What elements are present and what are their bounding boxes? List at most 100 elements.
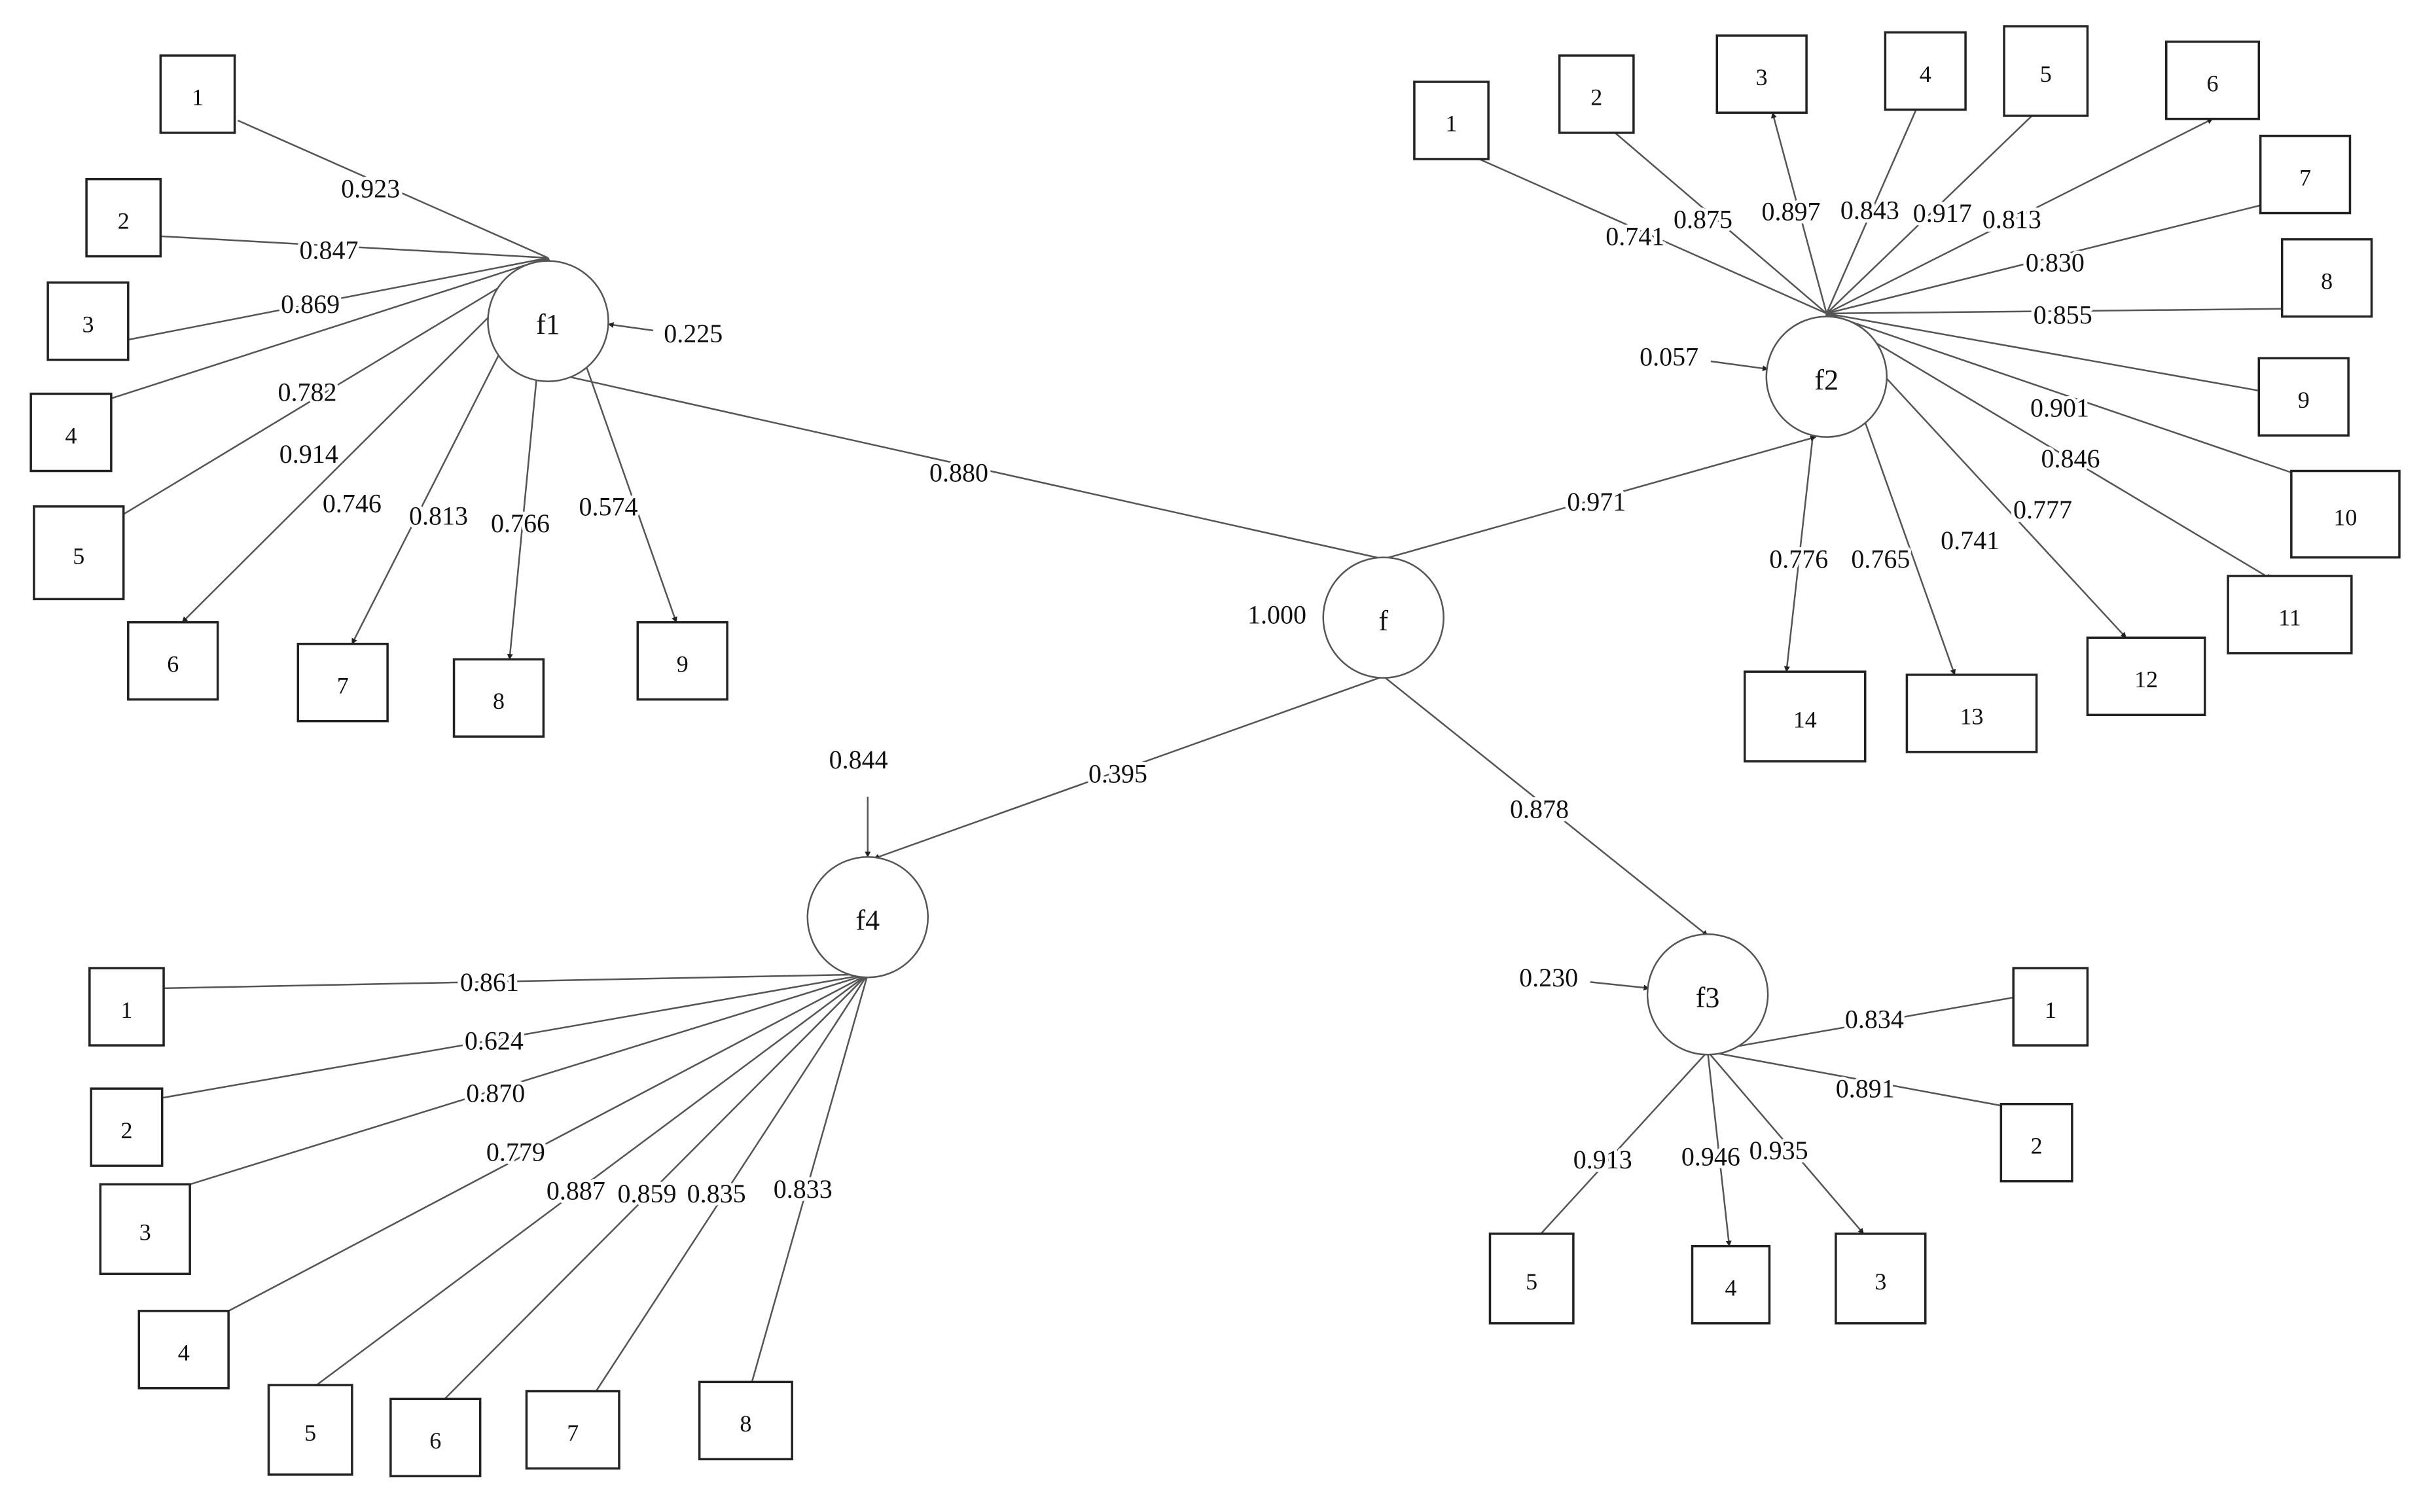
f4-indicator-loading: 0.835 (687, 1179, 746, 1208)
error-f1: 0.225 (664, 319, 723, 348)
f2-factor-label: f2 (1814, 364, 1838, 396)
loading-f-f2: 0.971 (1567, 487, 1626, 516)
f4-indicator-box (88, 967, 165, 1047)
f2-indicator-8-path (1826, 308, 2282, 315)
f1-indicator-label: 1 (192, 84, 204, 111)
f2-indicator-3-path (1770, 112, 1827, 314)
f3-indicator-2-path (1707, 1051, 2001, 1107)
f3-indicator-label: 3 (1874, 1269, 1886, 1295)
f2-indicator-label: 11 (2278, 605, 2301, 631)
f2-indicator-loading: 0.901 (2030, 393, 2089, 422)
f3-indicator-box (1691, 1245, 1771, 1325)
f1-indicator-loading: 0.847 (299, 236, 358, 265)
f4-indicator-label: 4 (178, 1340, 190, 1366)
f3-indicator-label: 2 (2031, 1132, 2043, 1159)
f4-indicator-box (137, 1310, 230, 1390)
f2-indicator-box (2259, 134, 2352, 215)
f4-indicator-3-path (189, 973, 869, 1185)
f-factor-circle (1322, 556, 1444, 679)
f1-indicator-loading: 0.914 (279, 439, 338, 469)
f2-indicator-box (2165, 40, 2261, 120)
f3-indicator-loading: 0.834 (1845, 1004, 1904, 1034)
f3-factor-label: f3 (1696, 981, 1720, 1013)
f1-indicator-2-path (160, 235, 548, 259)
f4-indicator-loading: 0.870 (466, 1079, 525, 1108)
f2-indicator-7-path (1826, 204, 2261, 315)
f1-indicator-label: 5 (73, 543, 84, 569)
f1-indicator-loading: 0.813 (409, 501, 468, 530)
f2-indicator-loading: 0.875 (1674, 204, 1732, 234)
f2-indicator-box (2227, 575, 2353, 655)
f4-indicator-loading: 0.779 (486, 1137, 545, 1166)
f1-indicator-label: 7 (337, 672, 349, 698)
f3-indicator-label: 1 (2045, 997, 2056, 1023)
f1-indicator-loading: 0.574 (579, 492, 637, 521)
f2-indicator-9-path (1826, 312, 2259, 392)
f4-indicator-box (99, 1183, 191, 1275)
f4-indicator-4-path (228, 973, 869, 1312)
f2-indicator-11-path (1826, 312, 2272, 580)
f2-indicator-loading: 0.776 (1769, 544, 1828, 573)
f2-indicator-box (2086, 636, 2206, 716)
f2-indicator-box (2257, 357, 2350, 437)
f2-indicator-loading: 0.813 (1982, 204, 2041, 234)
f1-indicator-box (85, 177, 162, 258)
f3-indicator-1-path (1707, 996, 2014, 1053)
f2-indicator-5-path (1825, 115, 2033, 314)
f3-indicator-box (2000, 1102, 2073, 1183)
f2-indicator-1-path (1479, 158, 1827, 315)
loading-f-f1: 0.880 (929, 458, 988, 487)
error-f2: 0.057 (1640, 342, 1698, 371)
path-f-to-f1 (561, 373, 1384, 560)
f1-indicator-label: 3 (82, 311, 94, 337)
f4-indicator-label: 6 (429, 1428, 441, 1454)
f2-indicator-loading: 0.777 (2013, 495, 2072, 524)
f1-indicator-1-path (237, 119, 548, 259)
f2-indicator-loading: 0.741 (1605, 221, 1664, 251)
f2-indicator-loading: 0.846 (2041, 444, 2100, 473)
f2-indicator-box (1558, 54, 1635, 134)
f2-indicator-label: 10 (2333, 504, 2357, 530)
f1-indicator-box (46, 281, 130, 361)
f4-indicator-2-path (162, 973, 869, 1099)
error-f3: 0.230 (1519, 963, 1578, 992)
f2-indicator-10-path (1826, 312, 2292, 474)
f3-indicator-label: 5 (1526, 1269, 1537, 1295)
f3-indicator-loading: 0.946 (1681, 1142, 1740, 1171)
path-f-to-f2 (1383, 435, 1817, 560)
f2-indicator-label: 14 (1793, 706, 1817, 732)
f1-indicator-box (127, 621, 219, 701)
f3-indicator-box (1835, 1233, 1927, 1325)
f1-indicator-loading: 0.766 (491, 509, 550, 538)
f2-indicator-loading: 0.830 (2026, 248, 2085, 278)
f2-indicator-4-path (1825, 109, 1917, 314)
f2-indicator-label: 5 (2040, 61, 2052, 87)
f1-indicator-label: 8 (493, 688, 505, 714)
path-f-to-f3 (1382, 675, 1708, 937)
f1-indicator-label: 6 (167, 651, 179, 677)
f4-indicator-label: 5 (304, 1420, 316, 1446)
f2-indicator-loading: 0.897 (1762, 197, 1821, 226)
f2-indicator-box (2290, 469, 2401, 559)
f2-indicator-loading: 0.855 (2034, 300, 2092, 330)
f2-indicator-label: 13 (1960, 704, 1984, 730)
f2-indicator-box (1905, 674, 2038, 753)
f3-indicator-loading: 0.891 (1836, 1074, 1895, 1104)
f4-indicator-loading: 0.624 (465, 1026, 524, 1056)
f4-indicator-box (525, 1390, 620, 1470)
f4-indicator-6-path (444, 973, 869, 1400)
error-arrow-f3 (1590, 981, 1650, 991)
f3-indicator-label: 4 (1725, 1274, 1737, 1301)
f2-indicator-loading: 0.843 (1840, 195, 1899, 225)
f3-indicator-loading: 0.935 (1749, 1136, 1808, 1165)
f4-indicator-label: 1 (120, 997, 132, 1023)
variance-f: 1.000 (1247, 600, 1306, 629)
f1-indicator-label: 2 (118, 207, 130, 234)
f3-indicator-5-path (1540, 1051, 1709, 1234)
f1-indicator-box (33, 505, 125, 601)
f2-indicator-box (1413, 81, 1490, 160)
f4-indicator-box (90, 1087, 164, 1167)
f1-indicator-5-path (123, 257, 549, 515)
f4-factor-label: f4 (855, 904, 880, 936)
